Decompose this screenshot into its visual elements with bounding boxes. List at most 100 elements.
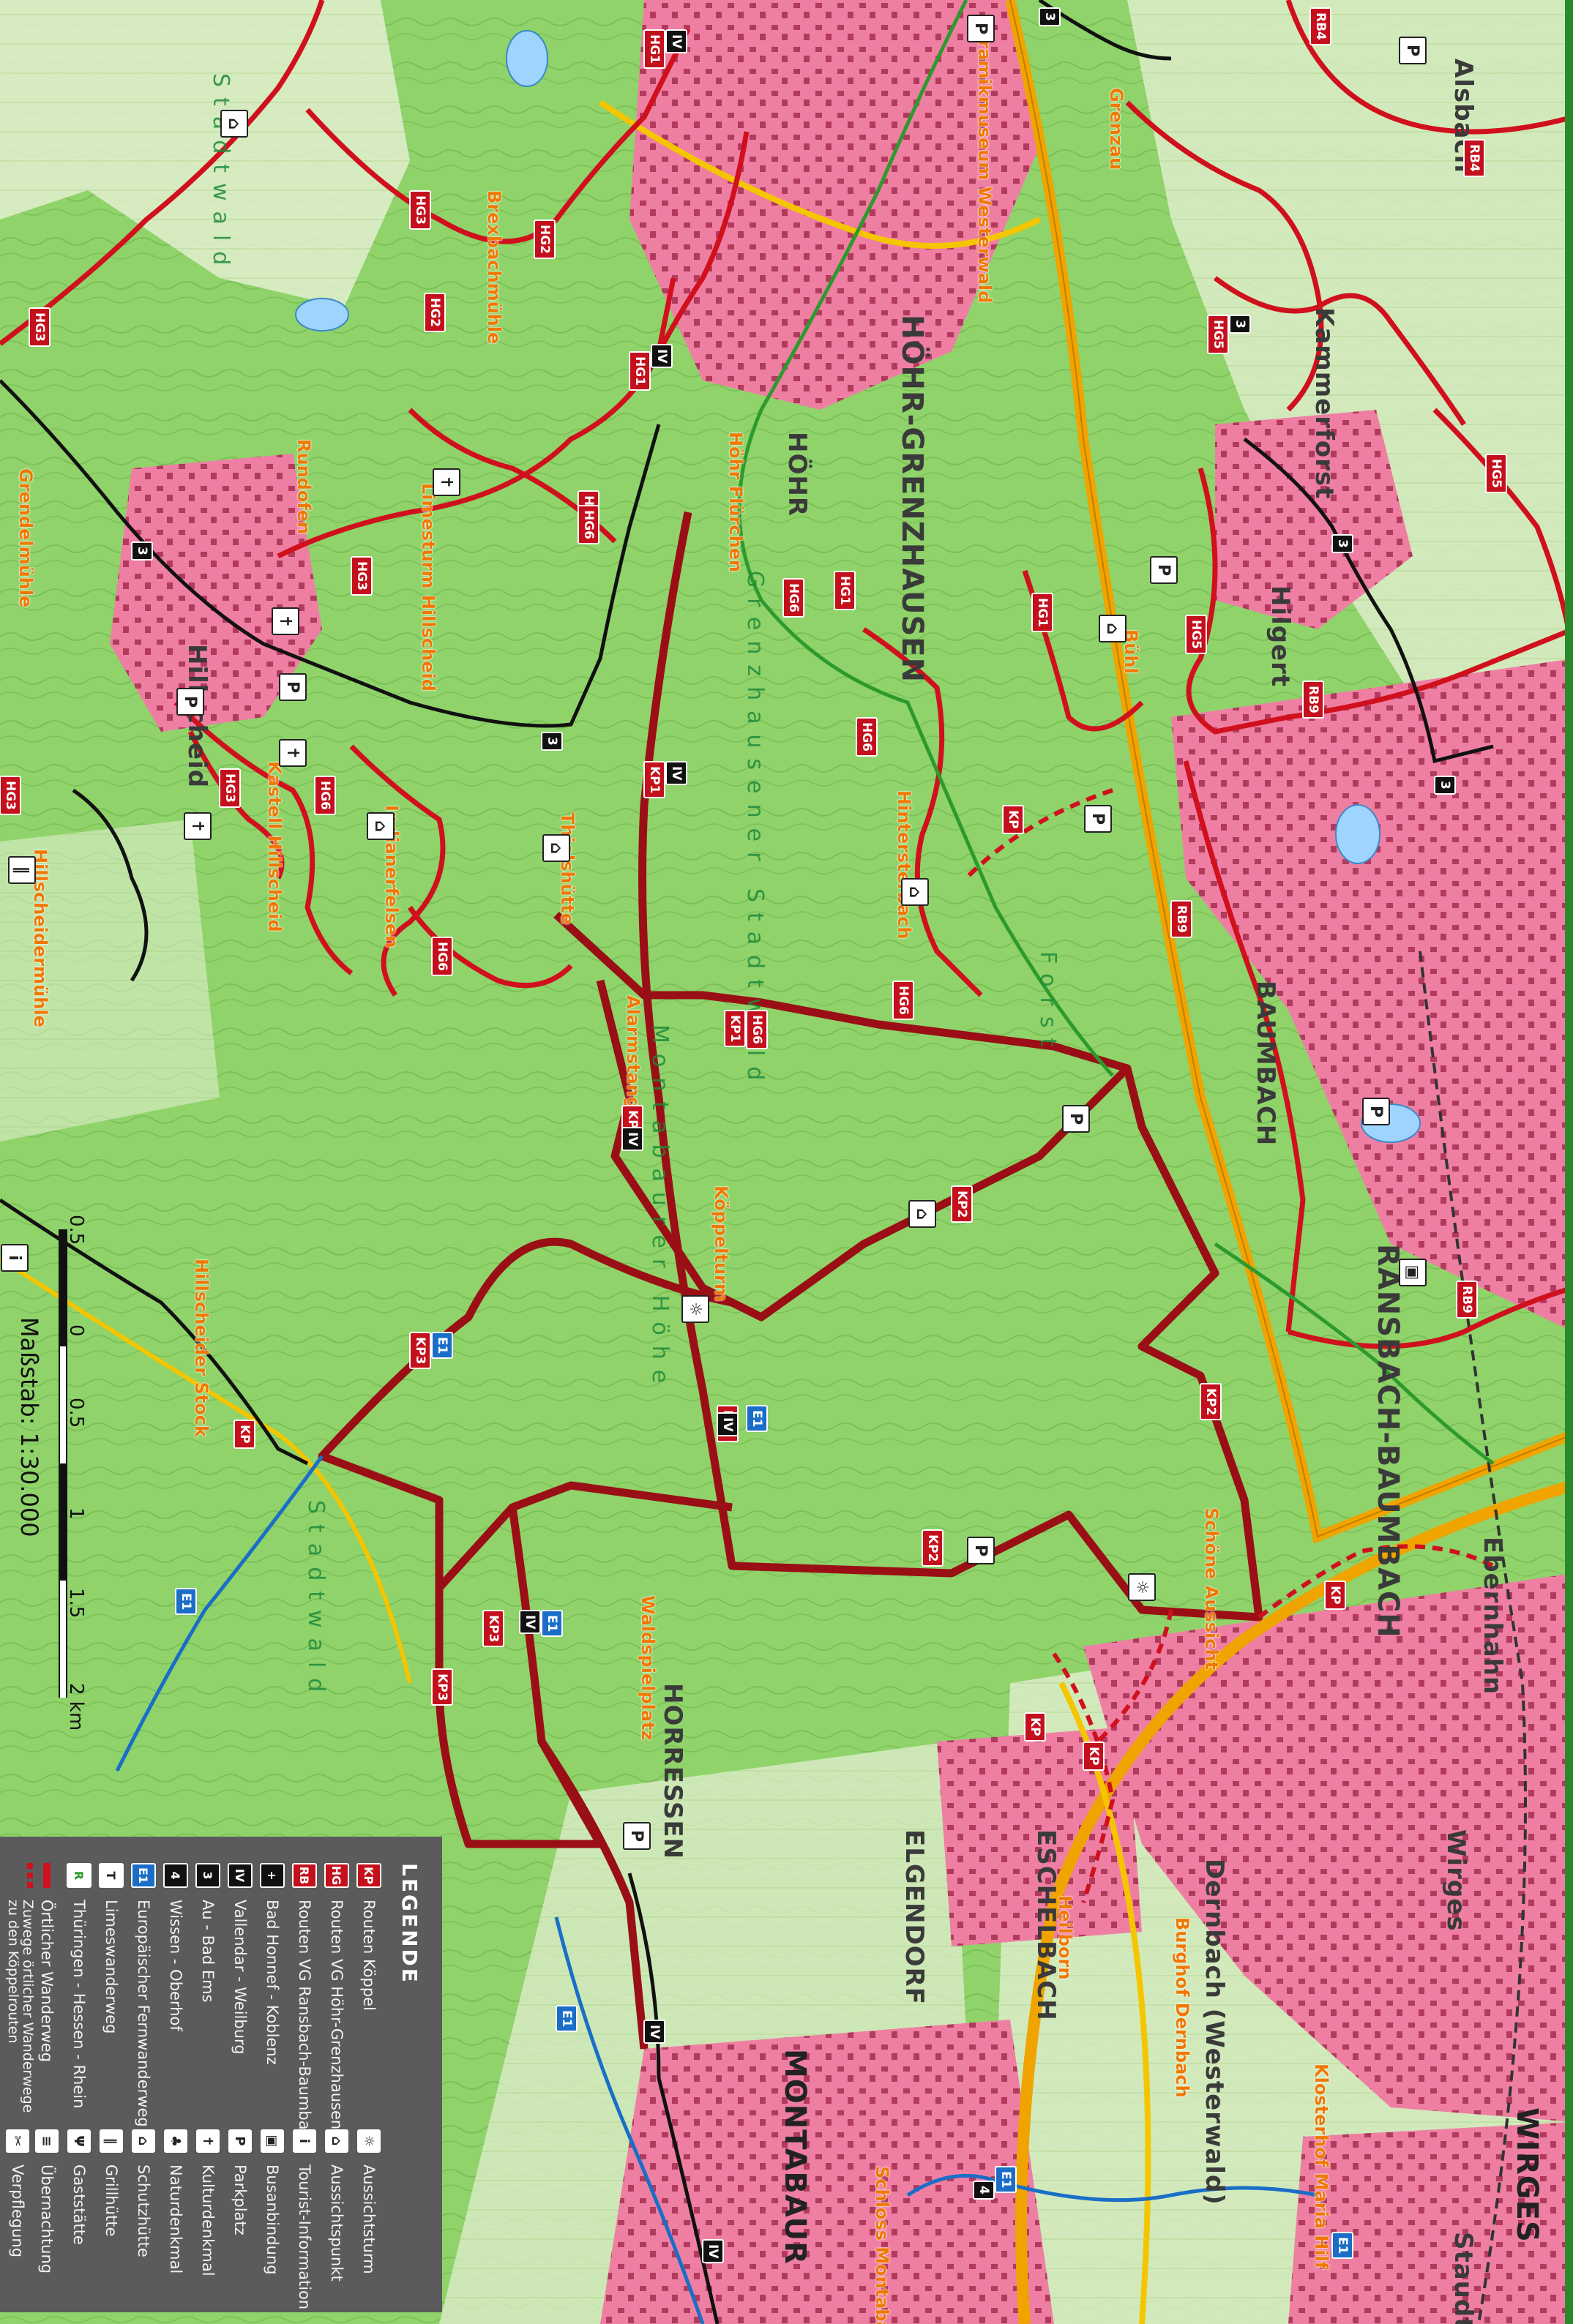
legend-label: Wissen - Oberhof: [167, 1900, 184, 2031]
legend-label: Au - Bad Ems: [199, 1900, 217, 2003]
legend-label: Übernachtung: [38, 2164, 56, 2274]
legend-row: Ψ Gaststätte: [64, 2129, 94, 2245]
e1-route: [115, 1455, 1318, 2324]
shelter-icon: ⌂: [132, 2129, 155, 2153]
legend-swatch: 4: [163, 1863, 188, 1888]
legend-label: Kulturdenkmal: [199, 2164, 217, 2276]
legend-row: HG Routen VG Höhr-Grenzhausen: [322, 1863, 351, 2129]
town-eschelbach: [937, 1727, 1142, 1946]
legend-swatch: +: [260, 1863, 285, 1888]
green-route: [737, 0, 1495, 1465]
legend-label: Verpflegung: [9, 2164, 26, 2258]
legend-label: Tourist-Information: [296, 2164, 313, 2310]
legend-label: Europäischer Fernwanderweg: [135, 1900, 152, 2127]
legend-label: Gaststätte: [70, 2164, 88, 2245]
legend-row: ≡ Übernachtung: [32, 2129, 61, 2274]
town-ransbach-baumbach: [1171, 659, 1573, 1332]
legend-row: RB Routen VG Ransbach-Baumbach: [290, 1863, 319, 2148]
legend-title: LEGENDE: [397, 1863, 422, 1984]
lake: [506, 30, 548, 87]
viewpoint-icon: ⌂: [325, 2129, 348, 2153]
grill-icon: ‖: [100, 2129, 123, 2153]
legend-label: Busanbindung: [264, 2164, 281, 2275]
legend-row: ⌂ Schutzhütte: [129, 2129, 158, 2257]
legend-row: ⌂ Aussichtspunkt: [322, 2129, 351, 2282]
legend-swatch: [34, 1863, 59, 1888]
road: [0, 1256, 412, 1684]
legend-row: ✂ Verpflegung: [3, 2129, 32, 2257]
map-border: [1565, 0, 1573, 2324]
scale-tick: 0.5: [65, 1398, 87, 1428]
legend-swatch: KP: [356, 1863, 381, 1888]
tower-icon: ☼: [357, 2129, 381, 2153]
town-hilgert: [1215, 410, 1413, 629]
legend-label: Routen Köppel: [360, 1900, 378, 2011]
legend-label: Örtlicher Wanderweg: [38, 1900, 56, 2063]
motorway-a3: [1015, 1480, 1573, 2324]
legend-swatch: HG: [324, 1863, 349, 1888]
town-hillscheid: [110, 454, 322, 732]
legend-row: 4 Wissen - Oberhof: [161, 1863, 190, 2031]
legend-label: Thüringen - Hessen - Rhein: [70, 1900, 88, 2109]
restaurant-icon: Ψ: [67, 2129, 91, 2153]
food-icon: ✂: [6, 2129, 29, 2153]
legend-label: Schutzhütte: [135, 2164, 152, 2257]
legend-label: Limeswanderweg: [102, 1900, 120, 2034]
legend-swatch: IV: [228, 1863, 253, 1888]
legend-row: + Bad Honnef - Koblenz: [258, 1863, 287, 2065]
legend-row: i Tourist-Information: [290, 2129, 319, 2309]
scale-tick: 1: [65, 1507, 87, 1520]
monument-icon: ✝: [196, 2129, 220, 2153]
legend-label: Routen VG Höhr-Grenzhausen: [328, 1900, 345, 2130]
legend-label: Parkplatz: [231, 2164, 249, 2235]
legend-row: ☼ Aussichtsturm: [354, 2129, 384, 2274]
motorway-a48-edge: [1009, 0, 1573, 1538]
legend-row: Zuwege örtlicher Wanderwege zu den Köppe…: [3, 1863, 36, 2119]
bed-icon: ≡: [35, 2129, 59, 2153]
scale-tick: 0: [65, 1324, 87, 1337]
legend-row: KP Routen Köppel: [354, 1863, 384, 2011]
parking-icon: P: [228, 2129, 252, 2153]
town-wirges-dernbach: [1083, 1573, 1573, 2122]
scale-tick: 0.5: [65, 1215, 87, 1245]
legend-row: R Thüringen - Hessen - Rhein: [64, 1863, 94, 2108]
nature-icon: ♣: [164, 2129, 187, 2153]
lake: [295, 298, 349, 331]
town-hoehr-grenzhausen: [629, 0, 1039, 410]
legend-row: 3 Au - Bad Ems: [193, 1863, 223, 2003]
legend-row: ‖ Grillhütte: [97, 2129, 126, 2236]
legend-row: IV Vallendar - Weilburg: [225, 1863, 255, 2055]
legend-label: Aussichtsturm: [360, 2164, 378, 2274]
legend-label: Vallendar - Weilburg: [231, 1900, 249, 2055]
connector-routes: [964, 788, 1495, 1903]
field-area: [0, 0, 410, 307]
railway: [1419, 951, 1527, 2324]
highway: [598, 100, 1041, 249]
legend-row: Örtlicher Wanderweg: [32, 1863, 61, 2062]
legend-row: T Limeswanderweg: [97, 1863, 126, 2034]
legend-label: Zuwege örtlicher Wanderwege zu den Köppe…: [5, 1900, 36, 2113]
legend-label: Bad Honnef - Koblenz: [264, 1900, 281, 2065]
legend-label: Aussichtspunkt: [328, 2164, 345, 2282]
scale-tick: 2 km: [65, 1683, 87, 1731]
bus-icon: ▣: [261, 2129, 284, 2153]
legend-swatch: R: [67, 1863, 91, 1888]
legend-swatch: 3: [195, 1863, 220, 1888]
scale-tick: 1.5: [65, 1588, 87, 1619]
lake: [1335, 804, 1380, 864]
field-area: [0, 820, 220, 1142]
long-distance-routes: [0, 0, 1494, 2324]
legend-swatch: [25, 1863, 35, 1888]
legend-row: P Parkplatz: [225, 2129, 255, 2235]
legend-row: ♣ Naturdenkmal: [161, 2129, 190, 2274]
legend-swatch: RB: [292, 1863, 317, 1888]
legend-row: ✝ Kulturdenkmal: [193, 2129, 223, 2276]
legend-swatch: T: [99, 1863, 124, 1888]
legend-label: Routen VG Ransbach-Baumbach: [296, 1900, 313, 2148]
scale-title: Maßstab: 1:30.000: [15, 1317, 43, 1537]
legend-swatch: E1: [131, 1863, 156, 1888]
legend-label: Naturdenkmal: [167, 2164, 184, 2274]
